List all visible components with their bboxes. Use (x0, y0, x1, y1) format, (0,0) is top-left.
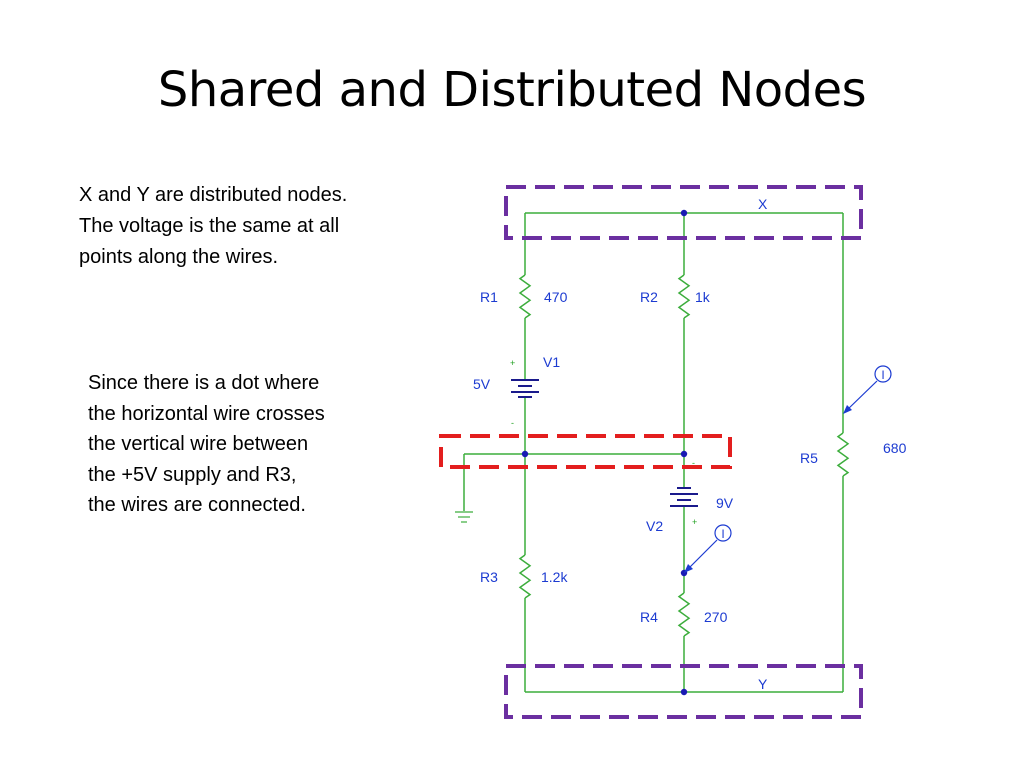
ground-symbol (455, 511, 473, 523)
junction-dots (521, 209, 688, 696)
r1-name: R1 (480, 289, 498, 305)
node-x-label: X (758, 196, 768, 212)
probe-r5-symbol: I (881, 368, 884, 382)
distributed-node-box-x (504, 185, 863, 240)
slide-title: Shared and Distributed Nodes (157, 62, 867, 118)
text-line: Since there is a dot where (88, 372, 320, 394)
resistor-r2 (677, 274, 691, 319)
v2-value: 9V (716, 495, 734, 511)
r4-value: 270 (704, 609, 728, 625)
v1-plus: + (510, 358, 515, 368)
resistor-r3 (518, 554, 532, 599)
text-line: points along the wires. (79, 246, 279, 268)
v1-value: 5V (473, 376, 491, 392)
node-y-label: Y (758, 676, 768, 692)
v1-name: V1 (543, 354, 560, 370)
text-line: the vertical wire between (88, 433, 309, 455)
text-line: the +5V supply and R3, (88, 463, 297, 486)
r2-value: 1k (695, 289, 711, 305)
v2-name: V2 (646, 518, 663, 534)
r1-value: 470 (544, 289, 568, 305)
battery-v1 (511, 379, 539, 398)
resistor-r4 (677, 592, 691, 637)
junction-dot (521, 450, 529, 458)
v1-minus: - (511, 418, 514, 428)
junction-dot (680, 209, 688, 217)
circuit-labels: X Y R1 470 R2 1k R3 1.2k R4 270 R5 680 V… (473, 196, 907, 692)
current-probe-r5 (843, 365, 892, 414)
junction-dot (680, 688, 688, 696)
resistor-r1 (518, 274, 532, 319)
text-line: The voltage is the same at all (79, 215, 340, 237)
text-line: X and Y are distributed nodes. (79, 184, 348, 206)
battery-v2 (670, 487, 698, 507)
text-line: the wires are connected. (88, 494, 306, 516)
r3-name: R3 (480, 569, 498, 585)
r5-name: R5 (800, 450, 818, 466)
distributed-node-box-y (504, 664, 863, 719)
paragraph-shared-node: Since there is a dot where the horizonta… (88, 368, 325, 521)
text-line: the horizontal wire crosses (88, 402, 325, 425)
junction-dot (680, 450, 688, 458)
v2-plus: + (692, 517, 697, 527)
current-probe-r4 (684, 524, 732, 573)
wires (463, 212, 844, 693)
paragraph-distributed-nodes: X and Y are distributed nodes. The volta… (79, 180, 347, 273)
resistor-r5 (836, 432, 850, 477)
r5-value: 680 (883, 440, 907, 456)
probe-r4-symbol: I (721, 527, 724, 541)
r4-name: R4 (640, 609, 658, 625)
shared-node-box (439, 434, 732, 469)
v2-minus: - (692, 458, 695, 468)
r3-value: 1.2k (541, 569, 568, 585)
r2-name: R2 (640, 289, 658, 305)
